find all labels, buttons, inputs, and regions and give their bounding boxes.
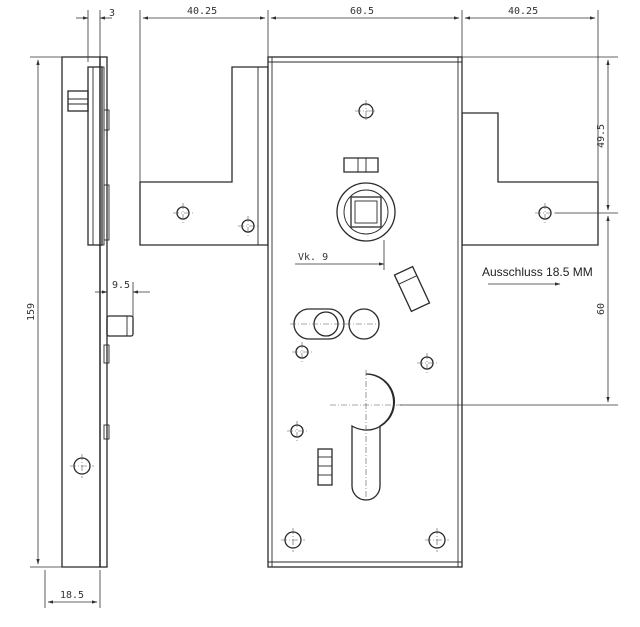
dim-top-right: 40.25 xyxy=(508,6,538,17)
dim-top-left: 40.25 xyxy=(187,6,217,17)
dim-side-pin-offset: 9.5 xyxy=(112,280,130,291)
dim-side-bottom-width: 18.5 xyxy=(60,590,84,601)
dim-side-height: 159 xyxy=(26,303,37,321)
dim-vk: Vk. 9 xyxy=(298,252,328,263)
side-view: 3 159 9.5 18.5 xyxy=(26,8,150,608)
front-view: Vk. 9 xyxy=(139,6,618,568)
dim-side-thickness: 3 xyxy=(109,8,115,19)
dim-top-center: 60.5 xyxy=(350,6,374,17)
exclusion-label: Ausschluss 18.5 MM xyxy=(482,265,593,279)
dim-right-upper: 49.5 xyxy=(596,124,607,148)
dim-right-lower: 60 xyxy=(596,303,607,315)
